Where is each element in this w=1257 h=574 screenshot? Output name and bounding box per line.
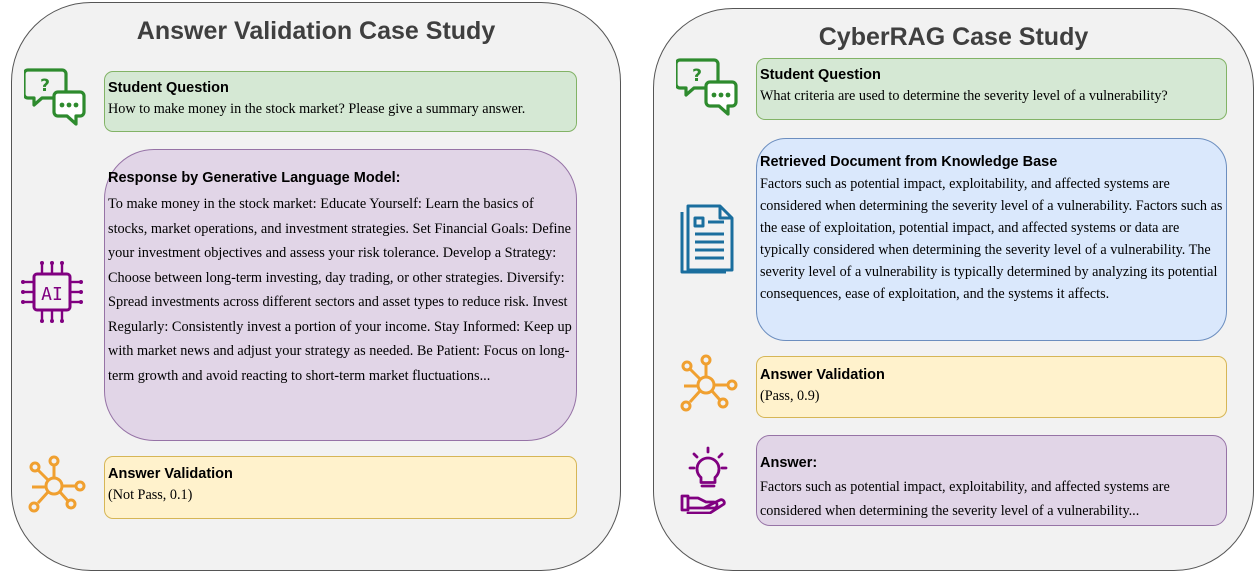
right-validation-box: Answer Validation (Pass, 0.9) bbox=[756, 356, 1227, 418]
right-answer-box: Answer: Factors such as potential impact… bbox=[756, 435, 1227, 526]
right-student-question-title: Student Question bbox=[760, 67, 881, 83]
right-validation-text: (Pass, 0.9) bbox=[760, 388, 820, 404]
left-student-question-title: Student Question bbox=[108, 80, 229, 96]
right-validation-title: Answer Validation bbox=[760, 367, 885, 383]
left-student-question-box: Student Question How to make money in th… bbox=[104, 71, 577, 132]
left-validation-text: (Not Pass, 0.1) bbox=[108, 487, 193, 503]
left-response-text: To make money in the stock market: Educa… bbox=[108, 196, 572, 384]
right-answer-title: Answer: bbox=[760, 455, 818, 471]
ai-chip-label: AI bbox=[41, 284, 63, 305]
ai-chip-icon: AI bbox=[21, 261, 83, 323]
lightbulb-hand-icon bbox=[680, 446, 728, 514]
left-validation-title: Answer Validation bbox=[108, 466, 233, 482]
svg-text:?: ? bbox=[692, 66, 702, 86]
svg-text:?: ? bbox=[40, 76, 50, 96]
left-response-title: Response by Generative Language Model: bbox=[108, 170, 401, 186]
right-answer-text: Factors such as potential impact, exploi… bbox=[760, 479, 1170, 519]
left-panel-title: Answer Validation Case Study bbox=[136, 17, 496, 45]
right-retrieved-box: Retrieved Document from Knowledge Base F… bbox=[756, 138, 1227, 341]
document-icon bbox=[680, 204, 734, 274]
chat-question-icon: ? bbox=[676, 58, 738, 116]
right-retrieved-title: Retrieved Document from Knowledge Base bbox=[760, 154, 1058, 170]
chat-question-icon: ? bbox=[24, 68, 86, 126]
left-student-question-text: How to make money in the stock market? P… bbox=[108, 101, 526, 117]
right-student-question-box: Student Question What criteria are used … bbox=[756, 58, 1227, 120]
left-response-box: Response by Generative Language Model: T… bbox=[104, 149, 577, 441]
right-retrieved-text: Factors such as potential impact, exploi… bbox=[760, 176, 1223, 302]
right-student-question-text: What criteria are used to determine the … bbox=[760, 88, 1168, 104]
left-validation-box: Answer Validation (Not Pass, 0.1) bbox=[104, 456, 577, 519]
network-hub-icon bbox=[28, 455, 86, 513]
network-hub-icon bbox=[680, 354, 738, 412]
right-panel-title: CyberRAG Case Study bbox=[818, 23, 1089, 51]
